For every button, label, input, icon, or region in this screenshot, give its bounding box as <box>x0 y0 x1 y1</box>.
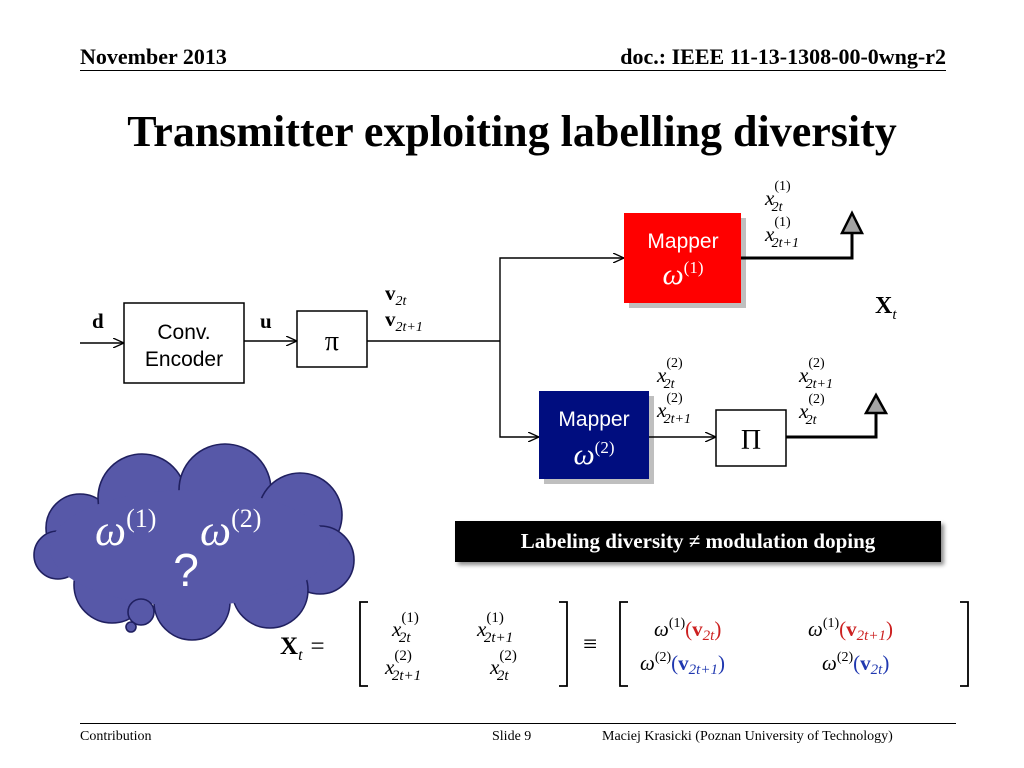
cloud-omega-2: ω(2) <box>200 504 261 555</box>
antenna-1-icon <box>839 210 865 235</box>
encoder-label-line2: Encoder <box>145 348 223 371</box>
pi-output-line <box>786 413 878 439</box>
matrix-left-r1c1: x(1)2t <box>391 610 419 646</box>
encoded-label: u <box>260 309 272 333</box>
x2-2t1-out-label: x(2)2t+1 <box>798 356 833 392</box>
matrix-left-r2c2: x(2)2t <box>489 648 517 684</box>
antenna-2-icon <box>863 392 889 415</box>
cloud-question-mark: ? <box>173 544 199 596</box>
branch-lower <box>499 341 539 437</box>
footer-left: Contribution <box>80 729 152 744</box>
x1-2t-label: x(1)2t <box>764 179 791 215</box>
interleaver-symbol: π <box>325 326 339 357</box>
conv-encoder-block <box>123 302 245 384</box>
output-symbol: Xt <box>875 293 897 323</box>
matrix-right-r2c1: ω(2)(v2t+1) <box>640 650 725 678</box>
x2-2t-out-label: x(2)2t <box>798 392 825 428</box>
footer-slide-number: Slide 9 <box>492 729 532 744</box>
encoder-label-line1: Conv. <box>157 321 210 344</box>
footer-author: Maciej Krasicki (Poznan University of Te… <box>602 729 893 744</box>
v-2t1-label: v2t+1 <box>385 307 423 335</box>
mapper-2-omega: ω(2) <box>573 438 614 471</box>
input-label: d <box>92 309 104 333</box>
equation: Xt= x(1)2t x(1)2t+1 x(2)2t+1 x(2)2t ≡ ω(… <box>280 601 969 687</box>
equation-equiv: ≡ <box>583 631 597 658</box>
matrix-left-r1c2: x(1)2t+1 <box>476 610 513 646</box>
header-doc-id: doc.: IEEE 11-13-1308-00-0wng-r2 <box>620 44 946 69</box>
interleaver-block <box>296 310 368 368</box>
thought-bubble-small <box>125 621 137 633</box>
matrix-right-r1c1: ω(1)(v2t) <box>654 616 721 644</box>
matrix-left-r2c1: x(2)2t+1 <box>384 648 421 684</box>
labeling-diversity-badge: Labeling diversity ≠ modulation doping <box>455 521 941 562</box>
header-date: November 2013 <box>80 44 227 69</box>
mapper-1-output-line <box>741 232 854 260</box>
symbol-interleaver-symbol: Π <box>741 425 761 456</box>
header-divider <box>80 70 946 71</box>
matrix-right-r1c2: ω(1)(v2t+1) <box>808 616 893 644</box>
x2-2t-label: x(2)2t <box>656 356 683 392</box>
v-2t-label: v2t <box>385 281 408 309</box>
mapper-1-label: Mapper <box>647 230 718 253</box>
thought-bubble-medium <box>127 598 155 626</box>
mapper-1-block <box>624 213 741 303</box>
equation-lhs: Xt= <box>280 633 325 664</box>
symbol-interleaver-block <box>715 409 787 467</box>
mapper-2-block <box>539 391 649 479</box>
cloud-omega-1: ω(1) <box>95 504 156 555</box>
mapper-2-label: Mapper <box>558 408 629 431</box>
branch-upper <box>499 258 624 341</box>
footer-divider <box>80 723 956 724</box>
mapper-1-omega: ω(1) <box>662 258 703 291</box>
slide-title: Transmitter exploiting labelling diversi… <box>127 107 897 156</box>
matrix-right-r2c2: ω(2)(v2t) <box>822 650 889 678</box>
x1-2t1-label: x(1)2t+1 <box>764 215 799 251</box>
x2-2t1-label: x(2)2t+1 <box>656 391 691 427</box>
